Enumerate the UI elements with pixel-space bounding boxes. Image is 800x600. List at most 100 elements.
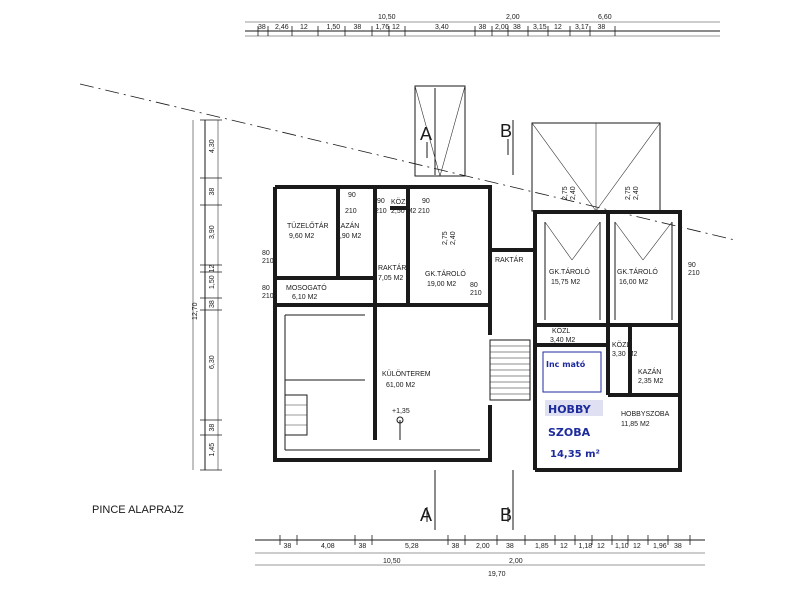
room-name: MOSOGATÓ [286,283,327,292]
door-width: 90 [422,198,430,205]
bottom-dim-segment: 38 [359,543,367,550]
walls-left-block [273,185,492,462]
section-markers: A B A B [420,88,514,530]
window-width: 80 [262,285,270,292]
window-width: 90 [688,262,696,269]
level-mark: +1,35 [392,408,410,415]
room-name: RAKTÁR [378,263,406,272]
staircase [284,339,531,436]
door-height: 210 [470,290,482,297]
section-cut-line [79,83,736,241]
top-dim-segment: 38 [354,24,362,31]
room-name: KAZÁN [336,221,359,230]
plan-title: PINCE ALAPRAJZ [92,504,184,516]
room-name: HOBBYSZOBA [621,411,670,418]
left-dim-segment: 1,45 [209,443,216,457]
bottom-dim-segment: 5,28 [405,543,419,550]
bottom-sub-right-dim: 2,00 [509,558,523,565]
handwritten-szoba: SZOBA [548,426,591,439]
section-b-top: B [500,121,512,141]
bottom-dim-segment: 38 [674,543,682,550]
handwritten-annotation: Inc mató HOBBY SZOBA 14,35 m² [542,351,603,460]
top-dim-segment: 38 [258,24,266,31]
room-area: 2,35 M2 [638,378,663,385]
door-width: 90 [377,198,385,205]
room-name: KÖZL [552,327,570,335]
garage-ramps [414,85,661,212]
opening-labels: 90 210 90 210 90 210 80 210 80 210 80 21… [262,186,700,415]
room-name: GK.TÁROLÓ [617,267,658,276]
bottom-dim-segment: 12 [633,543,641,550]
room-name: KÖZL [391,198,409,206]
room-name: KÜLÖNTEREM [382,370,431,378]
room-name: GK.TÁROLÓ [549,267,590,276]
handwritten-area: 14,35 m² [550,449,600,460]
room-area: 61,00 M2 [386,382,415,389]
section-a-bottom: A [420,505,432,525]
bottom-overall-dim: 19,70 [488,571,506,578]
left-dim-segment: 12 [209,265,216,273]
top-dim-segment: 38 [479,24,487,31]
left-dim-segment: 6,30 [209,355,216,369]
door-height: 210 [345,208,357,215]
left-dim-segment: 1,50 [209,275,216,289]
top-dim-segment: 3,17 [575,24,589,31]
section-a-top: A [420,124,432,144]
room-name: GK.TÁROLÓ [425,269,466,278]
bottom-dim-segment: 1,10 [615,543,629,550]
top-dim-segment: 12 [392,24,400,31]
window-height: 210 [262,293,274,300]
room-area: 11,85 M2 [621,421,650,428]
garage-door-dim: 2,40 [570,186,577,200]
top-mid-dim: 2,00 [506,14,520,21]
garage-door-dim: 2,40 [450,231,457,245]
room-name: KAZÁN [638,367,661,376]
top-dim-segment: 3,15 [533,24,547,31]
room-area: 6,10 M2 [292,294,317,301]
left-dim-segment: 4,30 [209,139,216,153]
bottom-dim-segment: 38 [284,543,292,550]
garage-door-dim: 2,75 [625,186,632,200]
left-total-dim: 12,70 [192,302,199,320]
bottom-dim-segment: 12 [560,543,568,550]
left-dim-segment: 3,90 [209,225,216,239]
room-area: 3,30 M2 [612,351,637,358]
top-dim-segment: 3,40 [435,24,449,31]
room-area: 3,40 M2 [550,337,575,344]
bottom-dim-segment: 1,18 [579,543,593,550]
top-dim-segment: 1,50 [327,24,341,31]
bottom-dim-segment: 4,08 [321,543,335,550]
window-height: 210 [262,258,274,265]
room-area: 16,00 M2 [619,279,648,286]
top-dim-segment: 38 [598,24,606,31]
room-area: 15,75 M2 [551,279,580,286]
door-width: 80 [470,282,478,289]
top-dim-segment: 2,00 [495,24,509,31]
top-dim-segment: 2,46 [275,24,289,31]
room-area: 9,60 M2 [289,233,314,240]
handwritten-hobby: HOBBY [548,403,592,416]
top-dim-segment: 12 [554,24,562,31]
window-width: 80 [262,250,270,257]
column-ticks [396,416,404,440]
room-labels: TÜZELŐTÁR 9,60 M2 KAZÁN 5,90 M2 KÖZL 2,5… [286,198,670,428]
walls-right-block [488,210,682,472]
garage-door-dim: 2,75 [442,231,449,245]
room-name: RAKTÁR [495,255,523,264]
garage-door-dim: 2,75 [562,186,569,200]
bottom-dim-segment: 12 [597,543,605,550]
bottom-dim-segment: 1,96 [653,543,667,550]
room-name: TÜZELŐTÁR [287,221,329,230]
room-area: 19,00 M2 [427,281,456,288]
door-width: 90 [348,192,356,199]
top-dim-segment: 38 [513,24,521,31]
room-area: 2,50 M2 [391,208,416,215]
left-dim-segment: 38 [209,300,216,308]
top-overall-dim: 10,50 [378,14,396,21]
top-dim-segment: 1,76 [376,24,390,31]
handwritten-note: Inc mató [546,359,586,369]
